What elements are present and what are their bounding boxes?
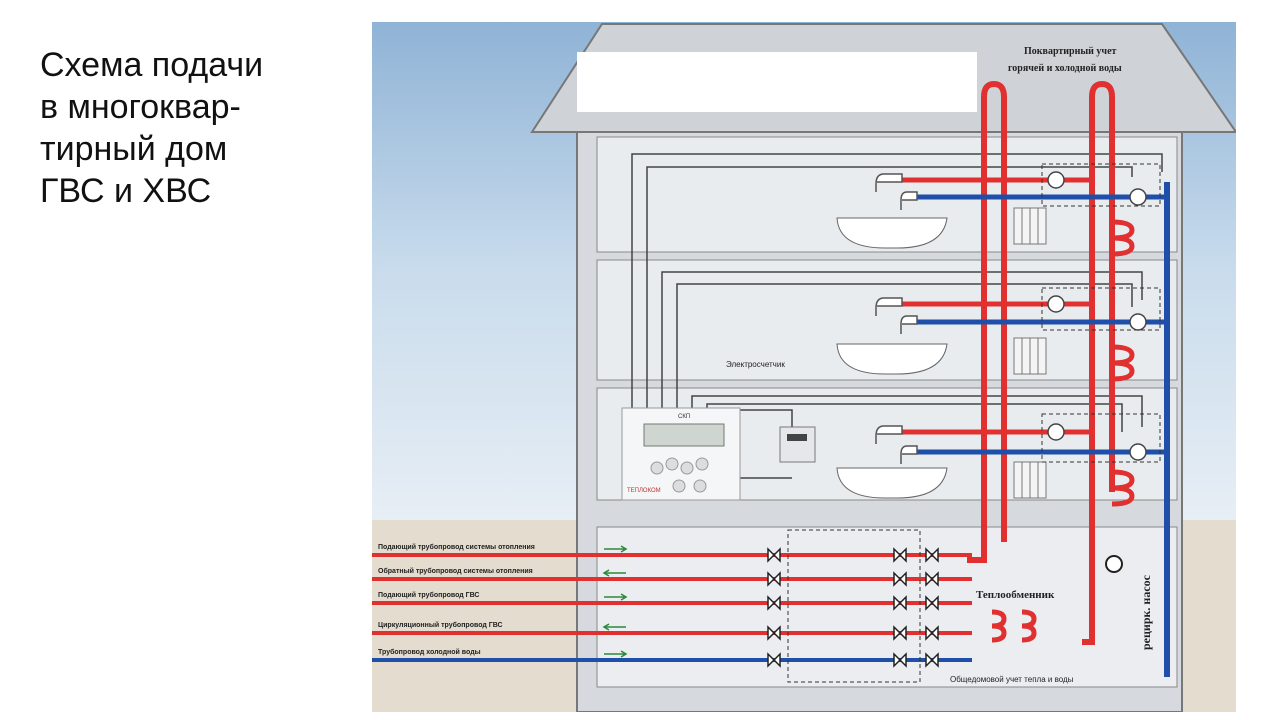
pipe-label-4: Циркуляционный трубопровод ГВС xyxy=(378,621,503,629)
controller-label: СКП xyxy=(678,414,690,420)
basement-pipes: Подающий трубопровод системы отопленияОб… xyxy=(372,543,972,668)
valve-icon xyxy=(893,625,907,641)
flow-arrow-2 xyxy=(602,569,626,577)
heat-controller: СКП ТЕПЛОКОМ xyxy=(621,407,741,501)
valve-icon xyxy=(767,547,781,563)
valve-icon xyxy=(767,625,781,641)
valve-icon xyxy=(767,571,781,587)
valve-icon xyxy=(767,652,781,668)
flow-arrow-3 xyxy=(604,593,628,601)
roof-label-line1: Поквартирный учет xyxy=(1024,46,1117,57)
bathtub-floor-1 xyxy=(836,467,948,499)
roof-label-line2: горячей и холодной воды xyxy=(1008,63,1122,74)
valve-icon xyxy=(925,595,939,611)
flow-arrow-1 xyxy=(604,545,628,553)
roof-panel xyxy=(577,52,977,112)
valve-icon xyxy=(767,595,781,611)
pipe-label-5: Трубопровод холодной воды xyxy=(378,648,481,656)
controller-brand: ТЕПЛОКОМ xyxy=(627,488,661,494)
faucet-icons xyxy=(875,173,918,464)
valve-icon xyxy=(925,652,939,668)
valve-icon xyxy=(893,547,907,563)
valve-icon xyxy=(893,571,907,587)
heat-exchanger-label: Теплообменник xyxy=(976,589,1055,601)
pipe-label-2: Обратный трубопровод системы отопления xyxy=(378,567,533,575)
radiator-floor-3 xyxy=(1013,207,1047,245)
bathtub-floor-2 xyxy=(836,343,948,375)
pipe-label-1: Подающий трубопровод системы отопления xyxy=(378,543,535,551)
riser-coils xyxy=(1111,219,1135,507)
heat-exchanger xyxy=(991,609,1037,643)
apartment-meter-boxes xyxy=(1041,163,1161,463)
pipe-label-3: Подающий трубопровод ГВС xyxy=(378,591,479,599)
bathtub-floor-3 xyxy=(836,217,948,249)
house-metering-label: Общедомовой учет тепла и воды xyxy=(950,675,1074,684)
valve-icon xyxy=(925,571,939,587)
radiator-floor-1 xyxy=(1013,461,1047,499)
slide-title: Схема подачи в многоквар- тирный дом ГВС… xyxy=(40,46,264,210)
valve-icon xyxy=(925,547,939,563)
valve-icon xyxy=(893,652,907,668)
flow-arrow-4 xyxy=(602,623,626,631)
water-meters xyxy=(1047,171,1147,461)
hot-risers xyxy=(967,80,1115,645)
valve-icon xyxy=(925,625,939,641)
valve-icon xyxy=(893,595,907,611)
electric-meter xyxy=(779,426,816,463)
building-diagram: СКП ТЕПЛОКОМ Электросчетчик Поквартирный… xyxy=(372,22,1236,712)
flow-arrow-5 xyxy=(604,650,628,658)
house-metering-box xyxy=(787,529,921,683)
radiator-floor-2 xyxy=(1013,337,1047,375)
recirculation-pump xyxy=(1105,555,1123,573)
pump-label: рецирк. насос xyxy=(1139,574,1153,650)
electric-meter-label: Электросчетчик xyxy=(726,360,785,369)
